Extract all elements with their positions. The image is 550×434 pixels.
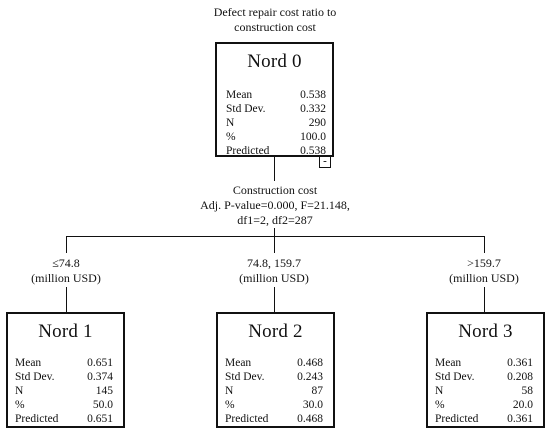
connector-branch-3-bottom	[484, 287, 485, 312]
branch-label-2: 74.8, 159.7 (million USD)	[214, 256, 334, 286]
connector-branch-1-top	[66, 236, 67, 253]
connector-branch-3-top	[484, 236, 485, 253]
connector-split-down	[274, 226, 275, 236]
stat-row-percent: %30.0	[225, 399, 323, 411]
node-title: Nord 0	[247, 51, 302, 72]
split-degrees-of-freedom: df1=2, df2=287	[237, 213, 313, 227]
connector-branch-2-bottom	[274, 287, 275, 312]
stat-row-std: Std Dev.0.332	[226, 103, 326, 115]
connector-branch-1-bottom	[66, 287, 67, 312]
collapse-toggle-button[interactable]: -	[319, 156, 331, 168]
node-title: Nord 3	[458, 321, 513, 342]
node-title: Nord 2	[248, 321, 303, 342]
branch-label-1: ≤74.8 (million USD)	[6, 256, 126, 286]
split-info: Construction cost Adj. P-value=0.000, F=…	[175, 183, 375, 228]
connector-horizontal	[66, 236, 485, 237]
stat-row-std: Std Dev.0.208	[435, 371, 533, 383]
target-variable-label: Defect repair cost ratio to construction…	[213, 5, 337, 34]
branch-label-3: >159.7 (million USD)	[424, 256, 544, 286]
stat-row-percent: %50.0	[15, 399, 113, 411]
node-title: Nord 1	[38, 321, 93, 342]
connector-root-down	[274, 157, 275, 181]
connector-branch-2-top	[274, 236, 275, 253]
split-statistics: Adj. P-value=0.000, F=21.148,	[200, 198, 350, 212]
stat-row-percent: %100.0	[226, 131, 326, 143]
split-variable: Construction cost	[232, 183, 318, 197]
stat-row-std: Std Dev.0.243	[225, 371, 323, 383]
stat-row-percent: %20.0	[435, 399, 533, 411]
stat-row-std: Std Dev.0.374	[15, 371, 113, 383]
